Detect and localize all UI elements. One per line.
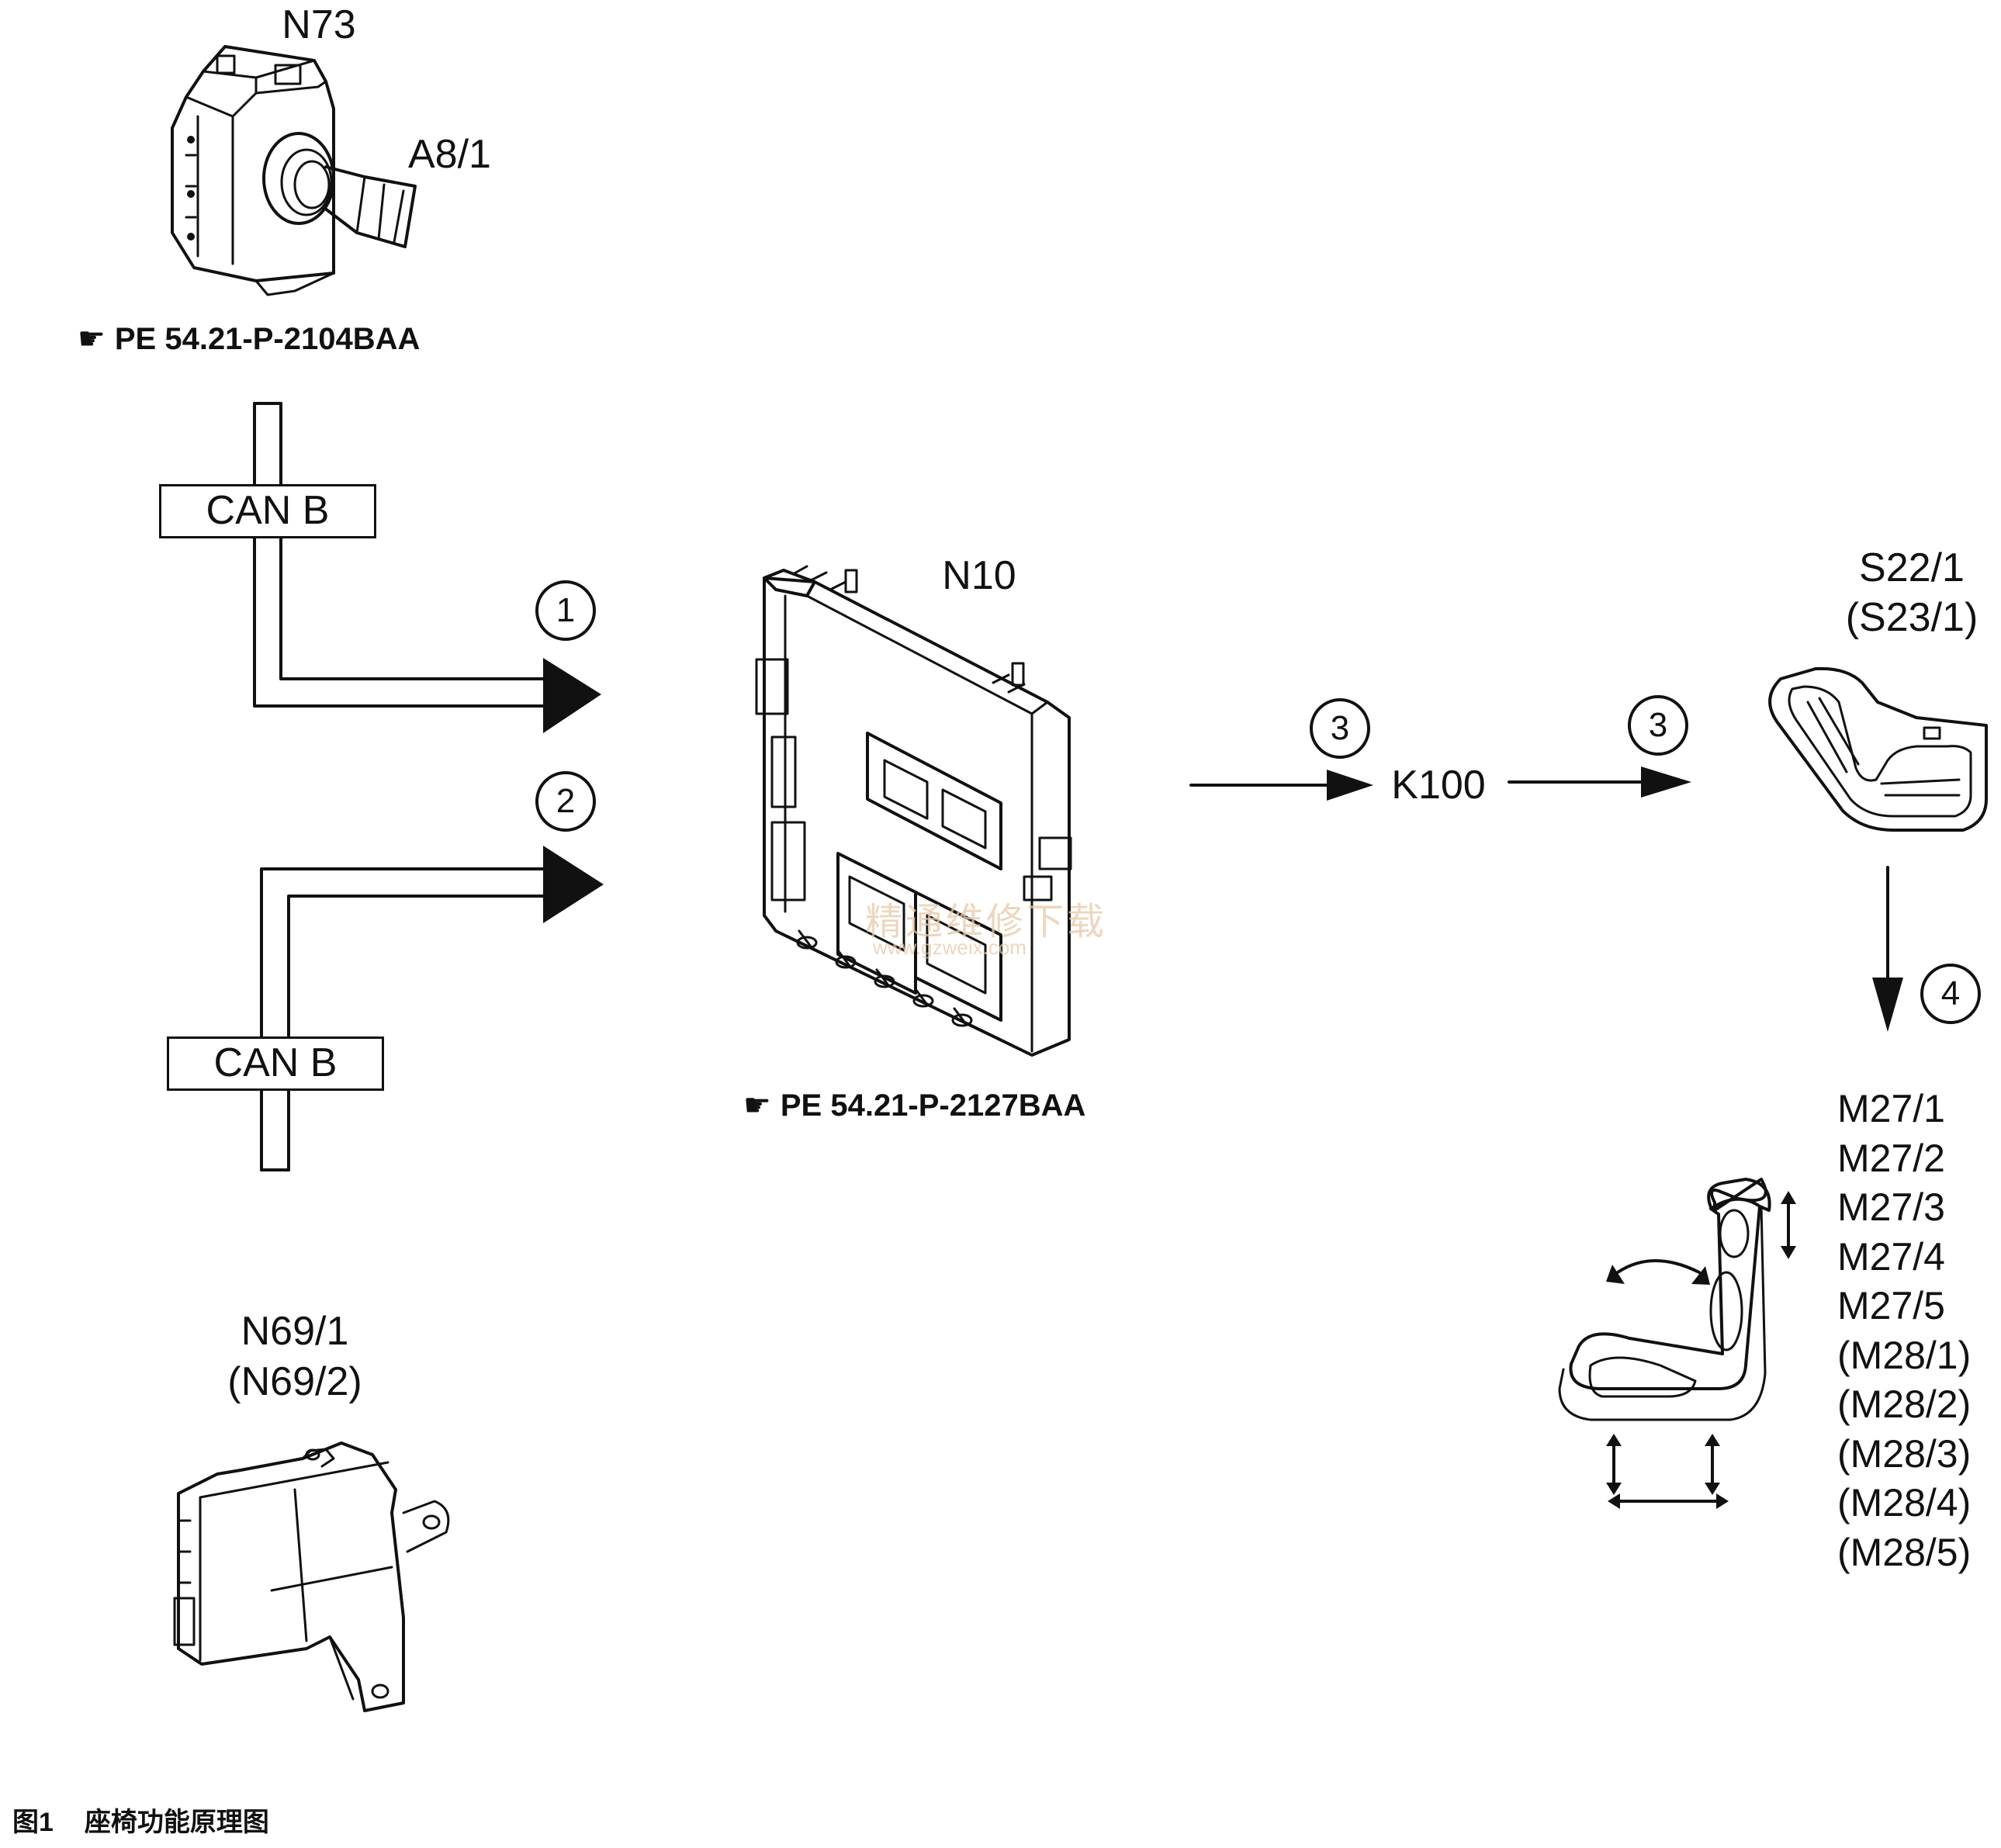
n69-alt-label: (N69/2): [227, 1359, 362, 1404]
seat-motors-drawing: [1558, 1178, 1796, 1509]
n73-ignition-switch-drawing: [171, 45, 417, 296]
watermark-text: 精通维修下载: [865, 902, 1108, 943]
step-3a-circle: 3: [1310, 698, 1370, 759]
figure-caption: 图1 座椅功能原理图: [12, 1801, 300, 1839]
n69-label: N69/1: [241, 1309, 349, 1354]
motor-item: M27/4: [1837, 1234, 1945, 1279]
motor-item: (M28/2): [1837, 1383, 1972, 1426]
s22-label: S22/1: [1859, 545, 1965, 590]
motor-item: (M28/5): [1837, 1530, 1972, 1574]
ref-mid: ☛ PE 54.21-P-2127BAA: [743, 1090, 1085, 1121]
pointing-hand-icon: ☛: [78, 322, 106, 356]
arrow-1-head: [543, 658, 601, 733]
step-1-circle: 1: [535, 580, 596, 641]
motor-item: (M28/3): [1837, 1431, 1972, 1476]
n10-control-unit-drawing: [755, 565, 1072, 1057]
n10-label: N10: [942, 553, 1016, 598]
motor-item: M27/2: [1837, 1136, 1945, 1180]
motor-item: M27/5: [1837, 1284, 1945, 1327]
can-b-top-pipe: [253, 402, 601, 733]
arrows-3: [1189, 767, 1691, 801]
motor-item: (M28/4): [1837, 1481, 1972, 1524]
step-2-circle: 2: [535, 771, 596, 832]
n69-door-control-unit-drawing: [173, 1441, 450, 1712]
motor-item: M27/1: [1837, 1087, 1945, 1130]
k100-label: K100: [1391, 763, 1486, 808]
motor-item: M27/3: [1837, 1185, 1945, 1229]
arrow-4: [1872, 866, 1903, 1032]
step-3b-circle: 3: [1628, 695, 1688, 756]
can-b-top-label: CAN B: [159, 484, 376, 538]
can-b-bottom-label: CAN B: [167, 1036, 384, 1091]
arrow-2-head: [543, 846, 604, 923]
step-4-circle: 4: [1920, 964, 1981, 1024]
motor-list: M27/1 M27/2 M27/3 M27/4 M27/5 (M28/1) (M…: [1837, 1085, 1971, 1577]
s23-label: (S23/1): [1845, 595, 1978, 640]
ref-mid-text: PE 54.21-P-2127BAA: [780, 1088, 1086, 1123]
n73-label: N73: [282, 2, 356, 47]
figure-title: 座椅功能原理图: [84, 1808, 269, 1837]
s22-seat-switch-drawing: [1768, 666, 1988, 832]
ref-top-text: PE 54.21-P-2104BAA: [114, 322, 421, 356]
can-b-bottom-pipe: [260, 846, 604, 1171]
pointing-hand-icon: ☛: [743, 1088, 771, 1123]
a8-1-label: A8/1: [408, 132, 491, 177]
motor-item: (M28/1): [1837, 1333, 1972, 1377]
figure-number: 图1: [12, 1808, 54, 1837]
watermark-url: www.gzweix.com: [873, 936, 1026, 959]
ref-top: ☛PE 54.21-P-2104BAA: [78, 324, 420, 355]
